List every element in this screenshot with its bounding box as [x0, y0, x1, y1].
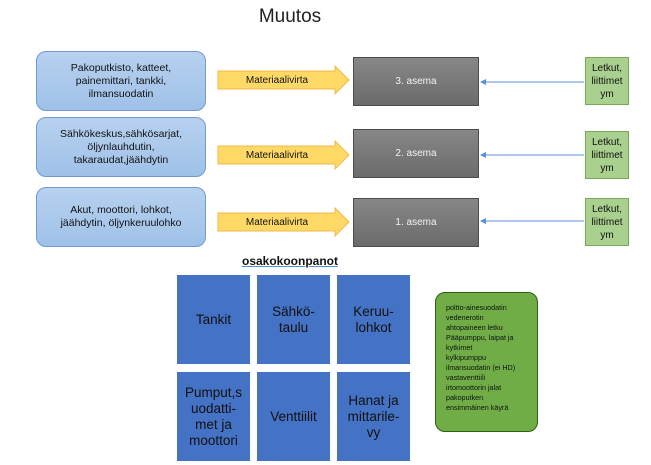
hose-box-station-2: Letkut, liittimet ym	[585, 131, 629, 179]
note-line: irtomoottorin jalat	[446, 383, 502, 392]
parts-note-box: poltto-ainesuodatin vedenerotin ahtopain…	[435, 292, 538, 432]
subassembly-tile-tanks: Tankit	[177, 275, 250, 364]
note-line: ahtopaineen letku	[446, 323, 503, 332]
components-box-station-1: Akut, moottori, lohkot, jäähdytin, öljyn…	[36, 187, 206, 247]
material-flow-label: Materiaalivirta	[245, 149, 309, 161]
hose-box-station-3: Letkut, liittimet ym	[585, 57, 629, 105]
note-line: pakoputken	[446, 393, 484, 402]
note-line: ilmansuodatin (ei HD)	[446, 363, 516, 372]
components-box-station-3: Pakoputkisto, katteet, painemittari, tan…	[36, 51, 206, 111]
note-line: poltto-ainesuodatin	[446, 303, 507, 312]
material-flow-label: Materiaalivirta	[245, 74, 309, 86]
subassembly-tile-taps-gauge-panel: Hanat ja mittarile- vy	[337, 372, 410, 461]
note-line: kytkimet	[446, 343, 473, 352]
subassembly-tile-pumps-filters-motors: Pumput,s uodatti- met ja moottori	[177, 372, 250, 461]
note-line: vedenerotin	[446, 313, 484, 322]
subassemblies-heading: osakokoonpanot	[241, 254, 338, 268]
hose-box-station-1: Letkut, liittimet ym	[585, 198, 629, 246]
material-flow-label: Materiaalivirta	[245, 216, 309, 228]
hose-feed-arrow-icon	[480, 218, 584, 224]
subassembly-tile-valves: Venttiilit	[257, 372, 330, 461]
hose-feed-arrow-icon	[480, 152, 584, 158]
note-line: vastaventtiili	[446, 373, 486, 382]
hose-feed-arrow-icon	[480, 79, 584, 85]
station-1: 1. asema	[353, 198, 479, 247]
note-line: ensimmäinen käyrä	[446, 403, 509, 412]
material-flow-arrow-icon	[217, 207, 350, 237]
material-flow-arrow-1: Materiaalivirta	[217, 207, 350, 237]
note-line: Pääpumppu, laipat ja	[446, 333, 514, 342]
station-3: 3. asema	[353, 57, 479, 106]
material-flow-arrow-2: Materiaalivirta	[217, 140, 350, 170]
components-box-station-2: Sähkökeskus,sähkösarjat, öljynlauhdutin,…	[36, 117, 206, 177]
station-2: 2. asema	[353, 129, 479, 178]
page-title: Muutos	[258, 6, 322, 27]
subassembly-tile-electrical-panel: Sähkö- taulu	[257, 275, 330, 364]
material-flow-arrow-icon	[217, 140, 350, 170]
note-line: kylkipumppu	[446, 353, 486, 362]
material-flow-arrow-icon	[217, 65, 350, 95]
material-flow-arrow-3: Materiaalivirta	[217, 65, 350, 95]
subassembly-tile-collection-blocks: Keruu- lohkot	[337, 275, 410, 364]
